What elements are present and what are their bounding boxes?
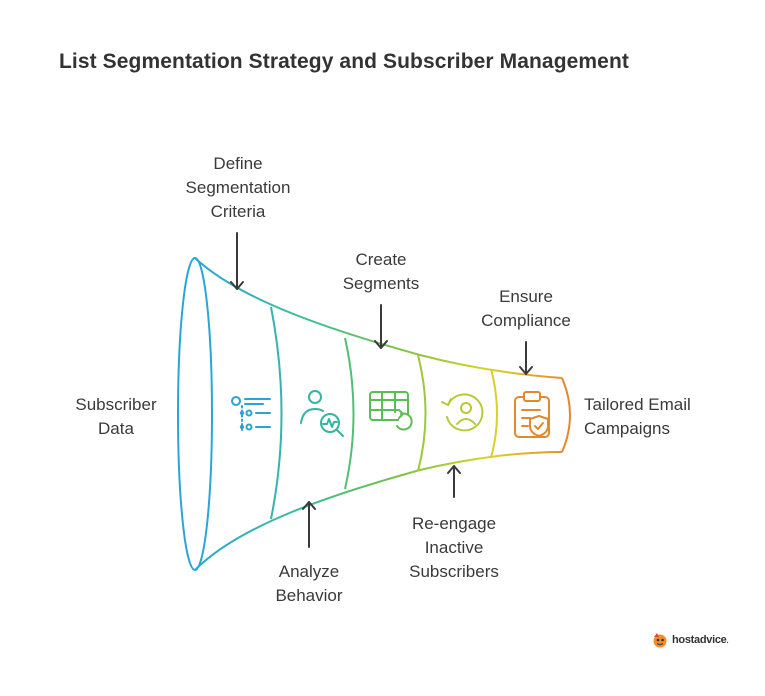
stage-label-reengage: Re-engage Inactive Subscribers <box>409 514 499 581</box>
funnel-mouth <box>177 257 213 571</box>
arrow-reengage <box>447 465 461 498</box>
arrow-ensure <box>519 341 533 375</box>
brand-mascot-icon <box>653 633 667 648</box>
user-refresh-icon <box>441 393 484 432</box>
input-label: Subscriber Data <box>75 395 157 438</box>
stage-label-analyze: Analyze Behavior <box>275 562 343 605</box>
arrow-create <box>374 304 388 349</box>
separator-3 <box>417 354 427 472</box>
stage-label-define: Define Segmentation Criteria <box>185 154 291 221</box>
separator-4 <box>490 368 498 459</box>
arrow-define <box>230 232 244 290</box>
stage-label-ensure: Ensure Compliance <box>481 287 571 330</box>
funnel-end-cap <box>561 377 571 453</box>
arrow-analyze <box>302 501 316 548</box>
brand-suffix: . <box>726 634 730 646</box>
brand-name: hostadvice <box>672 634 727 646</box>
brand-logo: hostadvice. <box>651 631 730 649</box>
user-analytics-icon <box>300 390 344 437</box>
stage-label-create: Create Segments <box>342 250 420 293</box>
diagram-title: List Segmentation Strategy and Subscribe… <box>59 50 629 73</box>
funnel-top-edge <box>194 257 563 379</box>
clipboard-shield-icon <box>514 391 550 438</box>
separator-1 <box>270 306 283 520</box>
list-icon <box>231 396 271 431</box>
separator-2 <box>344 337 355 490</box>
funnel-bottom-edge <box>194 451 563 571</box>
table-refresh-icon <box>369 391 413 431</box>
output-label: Tailored Email Campaigns <box>584 395 691 438</box>
